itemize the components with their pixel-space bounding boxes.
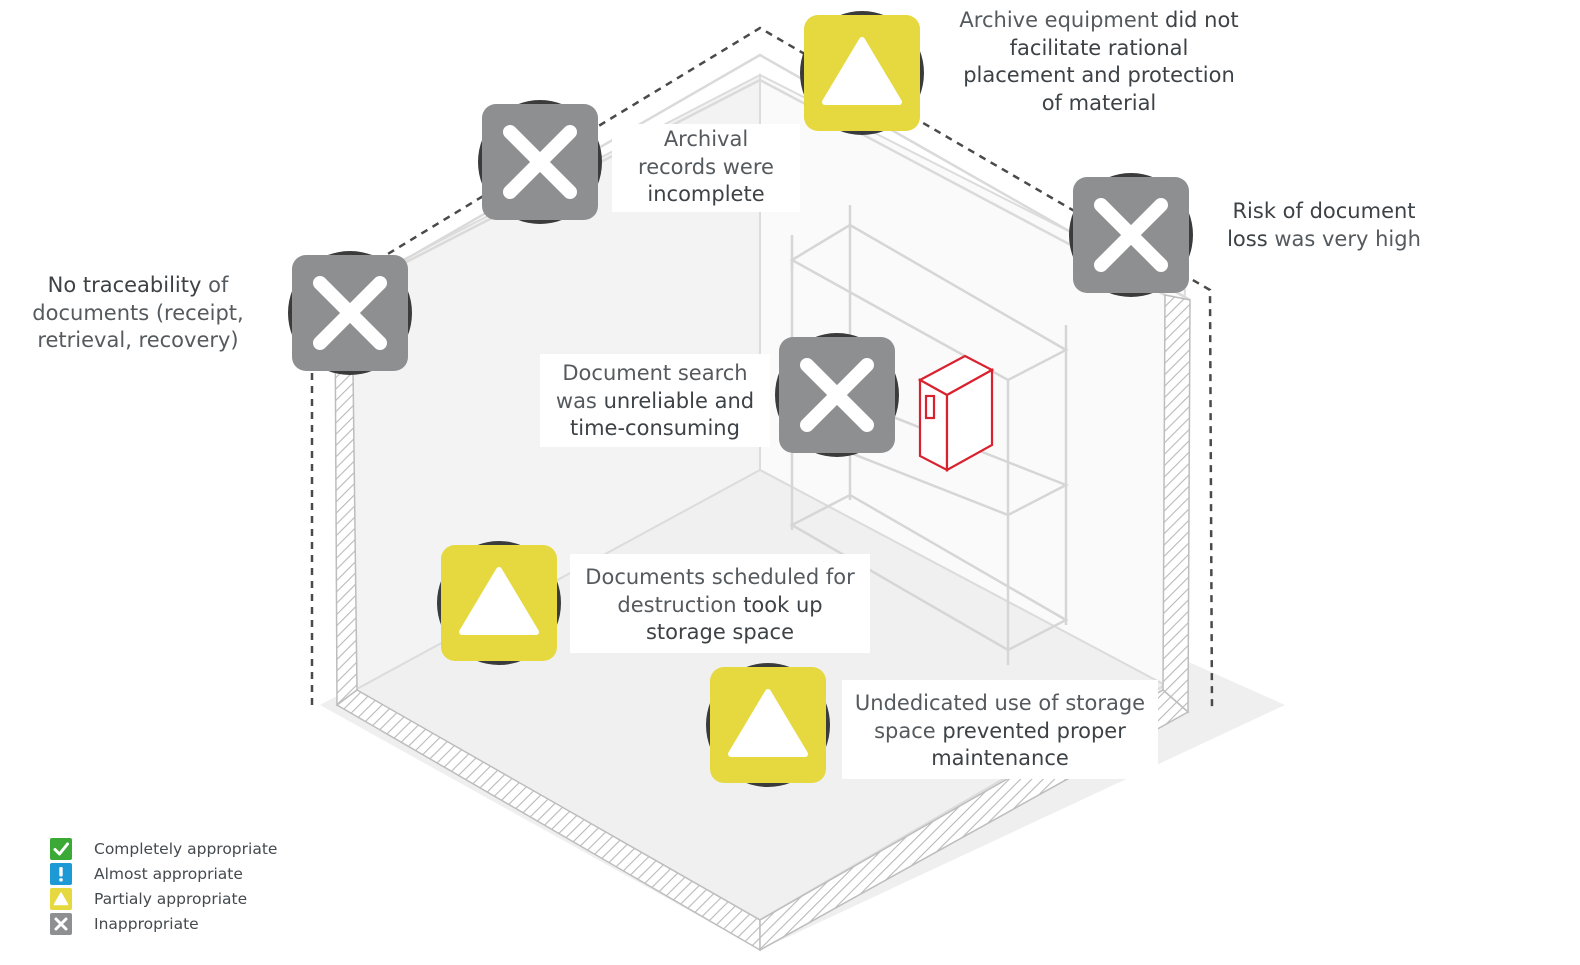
legend-label: Almost appropriate	[94, 864, 243, 883]
callout-text: Document search	[562, 361, 748, 385]
status-marker-partially	[797, 8, 927, 138]
callout-text: was very high	[1267, 226, 1421, 251]
callout-bold-text: placement and protection	[963, 63, 1235, 87]
legend-item: Partialy appropriate	[50, 886, 277, 911]
callout-text: Archive equipment	[959, 8, 1165, 32]
status-legend: Completely appropriate Almost appropriat…	[50, 836, 277, 936]
exclamation-icon	[50, 862, 72, 885]
callout-bold-text: Risk of document	[1232, 199, 1416, 223]
callout-text: Documents scheduled for	[585, 565, 855, 589]
callout-bold-text: did not	[1165, 8, 1239, 32]
callout-bold-text: took up	[743, 592, 823, 617]
callout-bold-text: storage space	[645, 620, 795, 644]
callout-equipment: Archive equipment did not facilitate rat…	[950, 7, 1248, 117]
callout-text: destruction	[617, 592, 744, 617]
callout-bold-text: time-consuming	[570, 416, 740, 440]
status-marker-inappropriate	[772, 330, 902, 460]
status-marker-inappropriate	[475, 97, 605, 227]
callout-undedicated: Undedicated use of storage space prevent…	[842, 680, 1158, 779]
wall-rim-outer	[334, 53, 1191, 302]
callout-bold-text: unreliable and	[603, 388, 755, 413]
callout-bold-text: incomplete	[647, 182, 765, 206]
legend-label: Inappropriate	[94, 914, 199, 933]
legend-label: Completely appropriate	[94, 839, 278, 858]
callout-bold-text: loss	[1227, 226, 1268, 251]
callout-text: records were	[638, 154, 774, 179]
callout-archival: Archival records were incomplete	[612, 124, 800, 212]
callout-search: Document search was unreliable and time-…	[540, 354, 770, 447]
callout-text: retrieval, recovery)	[37, 328, 239, 352]
callout-destruction: Documents scheduled for destruction took…	[570, 554, 870, 653]
cross-icon	[50, 912, 72, 935]
callout-bold-text: No traceability	[47, 273, 202, 297]
legend-item: Completely appropriate	[50, 836, 277, 861]
callout-text: Undedicated use of storage	[854, 691, 1146, 715]
callout-text: of	[201, 273, 229, 297]
callout-text: was	[555, 388, 604, 413]
checkmark-icon	[50, 837, 72, 860]
dashed-outline	[310, 26, 1214, 711]
callout-no-traceability: No traceability of documents (receipt, r…	[22, 272, 254, 355]
callout-text: Archival	[663, 127, 749, 151]
callout-bold-text: maintenance	[931, 746, 1069, 770]
status-marker-partially	[434, 538, 564, 668]
right-wall-section	[1162, 294, 1191, 714]
status-marker-inappropriate	[285, 248, 415, 378]
red-binder	[917, 354, 995, 472]
legend-item: Almost appropriate	[50, 861, 277, 886]
callout-bold-text: facilitate rational	[1009, 35, 1189, 60]
callout-text: space	[874, 718, 943, 743]
triangle-icon	[50, 887, 72, 910]
callout-bold-text: prevented proper	[942, 718, 1126, 743]
callout-risk: Risk of document loss was very high	[1218, 198, 1430, 253]
legend-item: Inappropriate	[50, 911, 277, 936]
callout-bold-text: of material	[1041, 90, 1157, 115]
status-marker-inappropriate	[1066, 170, 1196, 300]
legend-label: Partialy appropriate	[94, 889, 248, 908]
status-marker-partially	[703, 660, 833, 790]
callout-text: documents (receipt,	[32, 300, 244, 325]
